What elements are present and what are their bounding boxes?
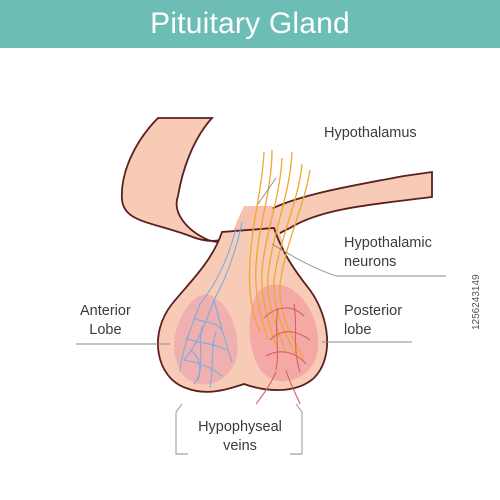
page-title: Pituitary Gland (150, 7, 350, 40)
hypothalamic-neurons-label: Hypothalamic neurons (344, 234, 432, 272)
hypothalamus-label-text: Hypothalamus (324, 125, 417, 141)
hypothalamic-neurons-line-1: Hypothalamic (344, 235, 432, 251)
leader-lines (76, 177, 446, 455)
anterior-lobe (174, 294, 238, 385)
title-banner: Pituitary Gland (0, 0, 500, 48)
hypothalamus-label: Hypothalamus (324, 124, 417, 143)
hypophyseal-veins-label: Hypophyseal veins (190, 418, 290, 456)
anterior-lobe-line-2: Lobe (89, 322, 122, 338)
stock-id: 1256243149 (471, 274, 482, 330)
hypophyseal-veins (179, 221, 243, 389)
posterior-lobe-label: Posterior lobe (344, 302, 402, 340)
posterior-lobe-line-1: Posterior (344, 303, 403, 319)
hypothalamic-neurons-line-2: neurons (344, 254, 397, 270)
anterior-lobe-label: Anterior Lobe (80, 302, 131, 340)
hypothalamic-neurons-fibers (248, 149, 311, 361)
hypophyseal-veins-line-1: Hypophyseal (198, 419, 282, 435)
anterior-lobe-line-1: Anterior (80, 303, 131, 319)
hypothalamus-tissue (121, 117, 433, 248)
posterior-capillaries (255, 303, 311, 405)
hypophyseal-veins-line-2: veins (223, 438, 257, 454)
posterior-lobe (249, 284, 319, 382)
posterior-lobe-line-2: lobe (344, 322, 372, 338)
